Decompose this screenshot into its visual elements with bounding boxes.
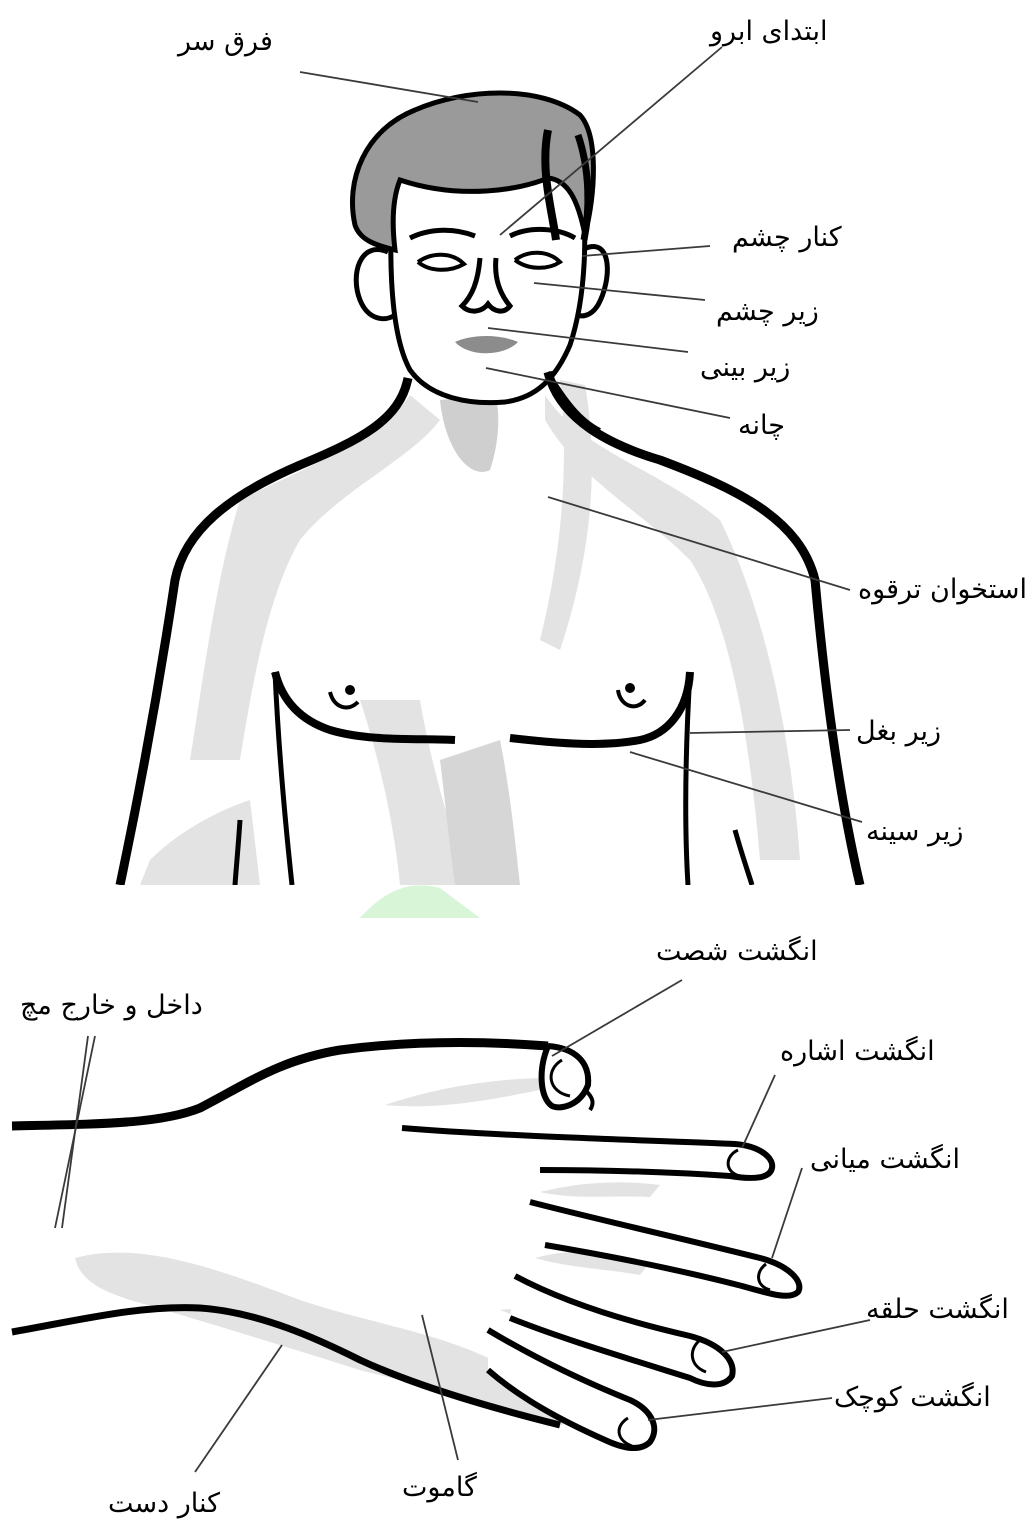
label-wrist: داخل و خارج مچ (20, 992, 203, 1019)
label-under-eye: زیر چشم (716, 298, 819, 325)
label-under-nose: زیر بینی (700, 354, 790, 381)
leader-thumb (552, 980, 682, 1056)
image-crop-mask (0, 885, 1035, 905)
hand-figure (12, 1043, 799, 1448)
label-under-arm: زیر بغل (856, 718, 941, 745)
leader-crown (300, 72, 478, 102)
leader-index (742, 1075, 775, 1148)
label-eyebrow-start: ابتدای ابرو (710, 18, 828, 45)
eye-right (515, 253, 560, 268)
arm-inner-right (735, 830, 752, 885)
upper-body-figure (0, 93, 1035, 918)
body-shading (140, 380, 800, 885)
leader-hand-side (195, 1345, 282, 1472)
label-hand-side: کنار دست (108, 1490, 220, 1517)
label-crown: فرق سر (178, 28, 273, 55)
eye-left (418, 255, 464, 270)
nipple-left (330, 685, 358, 707)
leader-under-chest (630, 752, 862, 822)
index-finger (402, 1128, 772, 1178)
label-collarbone: استخوان ترقوه (858, 576, 1027, 603)
leader-little (648, 1398, 832, 1420)
label-chin: چانه (738, 412, 785, 439)
thumb-base (585, 1090, 593, 1110)
nipple-right (618, 683, 645, 706)
pec-right (510, 672, 690, 744)
label-under-chest: زیر سینه (866, 818, 963, 845)
thumb (542, 1046, 589, 1107)
leader-wrist-b (62, 1036, 88, 1228)
label-ring-finger: انگشت حلقه (866, 1296, 1009, 1323)
label-little-finger: انگشت کوچک (834, 1384, 991, 1411)
label-middle-finger: انگشت میانی (810, 1146, 960, 1173)
hand-top-outline (12, 1043, 548, 1126)
label-palm-side: گاموت (402, 1474, 477, 1501)
armpit-right (686, 672, 690, 885)
label-eye-side: کنار چشم (732, 224, 842, 251)
label-index-finger: انگشت اشاره (780, 1038, 935, 1065)
label-thumb: انگشت شصت (656, 938, 818, 965)
leader-ring (722, 1320, 870, 1352)
leader-middle (772, 1168, 802, 1258)
